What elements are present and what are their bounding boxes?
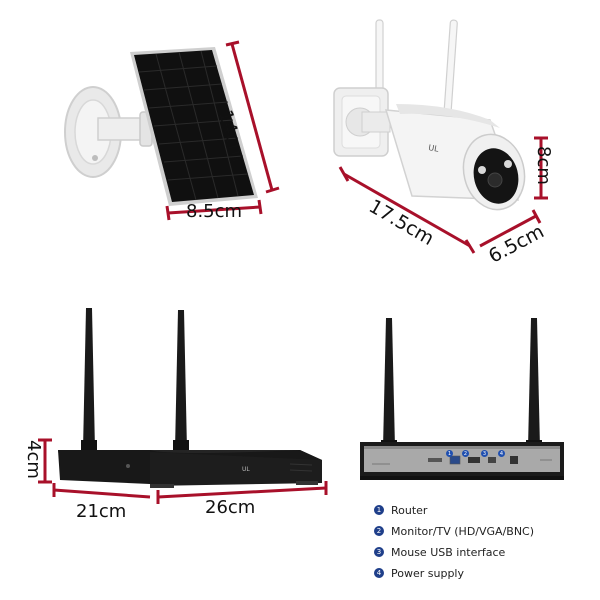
rear-port-badge-2: 2 <box>462 450 469 457</box>
solar-panel <box>130 47 258 206</box>
rear-port-badge-1: 1 <box>446 450 453 457</box>
nvr-antennas-front <box>81 308 189 452</box>
legend-label: Monitor/TV (HD/VGA/BNC) <box>391 524 535 538</box>
solar-width-label: 8.5cm <box>186 201 243 222</box>
camera-dimension-lines <box>338 136 548 254</box>
nvr-width-label: 26cm <box>205 497 256 518</box>
nvr-height-label: 4cm <box>23 440 44 479</box>
legend-item: 4 Power supply <box>374 563 594 583</box>
bullet-camera: UL <box>333 19 548 254</box>
port-legend: 1 Router 2 Monitor/TV (HD/VGA/BNC) 3 Mou… <box>374 500 594 583</box>
camera-height-label: 8cm <box>533 146 554 185</box>
legend-item: 3 Mouse USB interface <box>374 542 594 562</box>
nvr-antennas-back <box>381 318 542 452</box>
camera-body: UL <box>384 104 526 211</box>
svg-text:UL: UL <box>242 466 250 473</box>
solar-dimension-lines <box>165 40 280 221</box>
legend-number-badge: 2 <box>374 526 384 536</box>
legend-number-badge: 4 <box>374 568 384 578</box>
nvr-back-view <box>360 318 564 480</box>
nvr-rear-panel <box>360 442 564 480</box>
legend-label: Router <box>391 503 428 517</box>
camera-wall-mount <box>333 87 391 157</box>
solar-panel-with-mount <box>64 40 280 221</box>
solar-mount-bracket <box>64 86 153 178</box>
legend-number-badge: 3 <box>374 547 384 557</box>
rear-port-badge-4: 4 <box>498 450 505 457</box>
nvr-dimension-lines <box>38 438 328 504</box>
rear-port-badge-3: 3 <box>481 450 488 457</box>
legend-label: Power supply <box>391 566 464 580</box>
legend-item: 2 Monitor/TV (HD/VGA/BNC) <box>374 521 594 541</box>
nvr-depth-label: 21cm <box>76 501 127 522</box>
svg-text:UL: UL <box>428 143 440 154</box>
legend-item: 1 Router <box>374 500 594 520</box>
legend-number-badge: 1 <box>374 505 384 515</box>
nvr-body: UL <box>58 450 322 488</box>
legend-label: Mouse USB interface <box>391 545 506 559</box>
nvr-front-view: UL <box>38 308 328 504</box>
